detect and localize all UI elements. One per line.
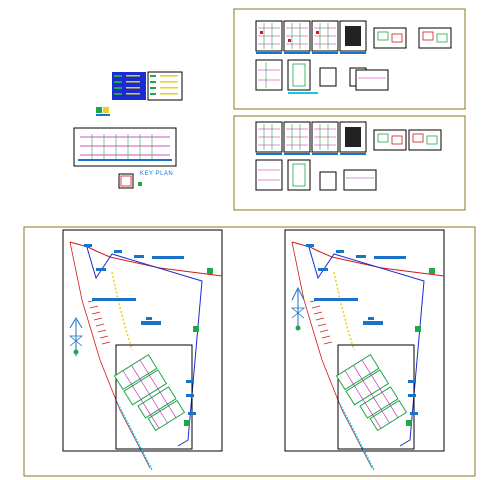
key-plan-label: KEY PLAN [140, 171, 174, 177]
site-plan-frame [23, 226, 476, 477]
sheet-frame-lower [233, 115, 466, 211]
site-plan-left [62, 229, 223, 471]
floor-plan-thumbnails-upper [255, 20, 452, 94]
sheet-frame-upper [233, 8, 466, 110]
key-plan-mini [118, 173, 142, 189]
compass-icon [290, 286, 306, 331]
site-plan-right [284, 229, 445, 471]
elevation-drawing [73, 127, 177, 167]
legend-table [112, 71, 183, 101]
north-arrow-icon [68, 317, 84, 356]
floor-plan-thumbnails-lower [255, 121, 442, 191]
small-detail-mark [96, 107, 110, 116]
